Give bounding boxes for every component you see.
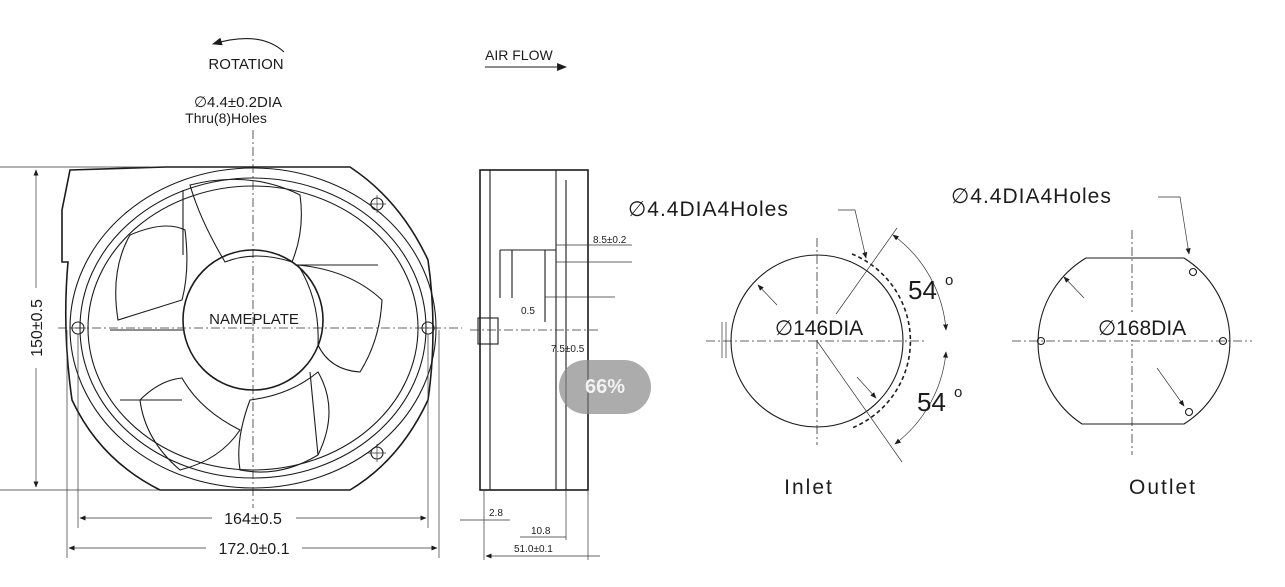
height-dimension: 150±0.5 [29,299,46,357]
dim-2-8: 2.8 [489,508,503,519]
dim-8-5: 8.5±0.2 [593,235,627,246]
mounting-hole-icon [70,321,86,335]
inlet-caption: Inlet [784,476,834,499]
inlet-hole-spec: ∅4.4DIA4Holes [628,198,789,221]
width-dimension: 172.0±0.1 [218,541,289,558]
airflow-label: AIR FLOW [485,47,553,63]
dim-51: 51.0±0.1 [514,544,553,555]
dim-10-8: 10.8 [531,526,551,537]
inlet-circle [730,254,904,428]
hole-spec-line1: ∅4.4±0.2DIA [194,94,282,111]
hub-nameplate [182,249,324,391]
zoom-indicator: 66% [559,360,651,414]
fan-housing [61,166,434,491]
outlet-hole-spec: ∅4.4DIA4Holes [951,185,1112,208]
angle-top: 54 [908,275,937,305]
outlet-hole-icon [1036,336,1046,346]
outlet-diameter-label: ∅168DIA [1098,317,1186,340]
mounting-hole-icon [368,444,386,462]
outlet-caption: Outlet [1129,476,1197,499]
dim-0-5: 0.5 [521,306,535,317]
hole-spec-line2: Thru(8)Holes [185,110,267,126]
dim-7-5: 7.5±0.5 [551,344,585,355]
degree-top: o [945,272,953,289]
inlet-diameter-label: ∅146DIA [775,317,863,340]
fan-blades [110,178,383,473]
nameplate-label: NAMEPLATE [209,311,299,328]
outlet-view: ∅4.4DIA4Holes ∅168DIA Outlet [951,185,1252,499]
outlet-hole-icon [1188,267,1198,277]
mounting-hole-icon [368,195,386,213]
outlet-profile [1037,257,1231,425]
outlet-hole-icon [1218,336,1228,346]
angle-bottom: 54 [917,387,946,417]
inlet-view: ∅4.4DIA4Holes ∅146DIA 54 o 54 o Inlet [628,198,962,499]
hole-pitch-dimension: 164±0.5 [224,511,282,528]
front-view: ROTATION ∅4.4±0.2DIA Thru(8)Holes NAMEPL… [0,37,462,558]
side-profile [479,169,589,491]
side-view: AIR FLOW 8.5±0.2 0.5 7.5±0.5 2.8 10.8 51… [460,47,632,560]
degree-bottom: o [954,384,962,401]
outlet-hole-icon [1184,407,1194,417]
rotation-label: ROTATION [208,56,283,73]
rotation-arrow-icon [212,37,285,53]
